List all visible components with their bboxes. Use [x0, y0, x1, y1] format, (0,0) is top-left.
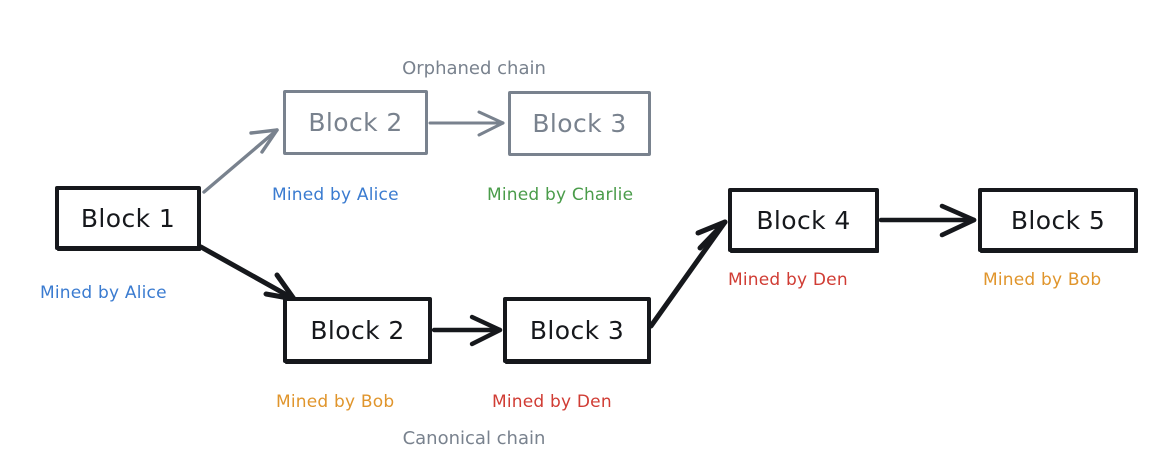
arrow-canonical-block3-to-block4: [648, 219, 728, 329]
block-label: Block 2: [310, 315, 405, 345]
block-label: Block 3: [532, 109, 627, 138]
arrow-orphan-block2-to-orphan-block3: [428, 110, 505, 137]
arrow-canonical-block4-to-block5: [878, 203, 977, 238]
miner-label-block-1: Mined by Alice: [40, 283, 167, 303]
block-node-canonical-block-3[interactable]: Block 3: [503, 297, 651, 363]
arrow-block1-to-canonical-block2: [198, 244, 297, 302]
miner-label-canonical-block-4: Mined by Den: [728, 270, 848, 290]
miner-label-canonical-block-3: Mined by Den: [492, 392, 612, 412]
block-node-orphan-block-2[interactable]: Block 2: [283, 90, 428, 155]
miner-label-orphan-block-3: Mined by Charlie: [487, 185, 634, 205]
miner-label-orphan-block-2: Mined by Alice: [272, 185, 399, 205]
block-label: Block 1: [80, 203, 176, 233]
block-node-canonical-block-5[interactable]: Block 5: [978, 188, 1138, 252]
block-label: Block 2: [308, 108, 403, 137]
block-node-orphan-block-3[interactable]: Block 3: [508, 91, 651, 156]
block-label: Block 5: [1010, 205, 1106, 235]
miner-label-canonical-block-5: Mined by Bob: [983, 270, 1102, 290]
arrow-canonical-block2-to-block3: [431, 314, 503, 347]
block-node-canonical-block-2[interactable]: Block 2: [283, 297, 432, 363]
block-label: Block 3: [529, 315, 625, 345]
block-label: Block 4: [756, 205, 851, 235]
block-node-block-1[interactable]: Block 1: [55, 186, 201, 250]
arrow-block1-to-orphan-block2: [202, 128, 279, 194]
canonical-chain-label: Canonical chain: [402, 428, 546, 449]
miner-label-canonical-block-2: Mined by Bob: [276, 392, 395, 412]
block-node-canonical-block-4[interactable]: Block 4: [728, 188, 879, 252]
orphaned-chain-label: Orphaned chain: [402, 58, 546, 79]
